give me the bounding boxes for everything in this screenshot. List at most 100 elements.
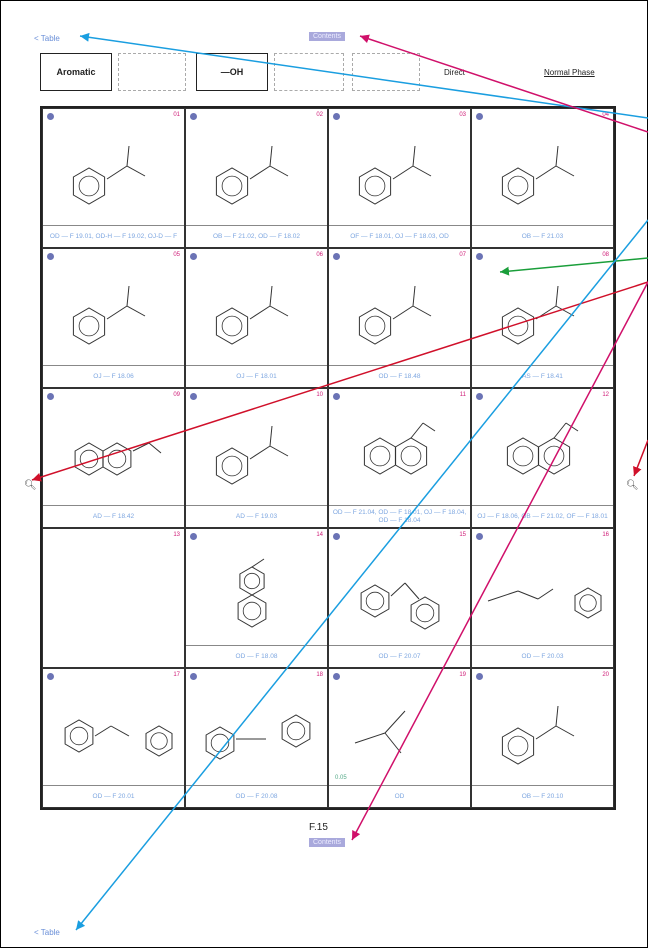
filter-aromatic[interactable]: Aromatic	[40, 53, 112, 91]
info-icon[interactable]	[47, 673, 54, 680]
info-icon[interactable]	[47, 253, 54, 260]
compound-number: 10	[316, 392, 323, 398]
structure-drawing	[72, 285, 146, 345]
compound-number: 18	[316, 672, 323, 678]
structure-drawing	[215, 425, 289, 485]
filter-empty-3[interactable]	[352, 53, 420, 91]
column-caption[interactable]: OB — F 21.02, OD — F 18.02	[186, 225, 327, 247]
info-icon[interactable]	[333, 673, 340, 680]
compound-cell[interactable]: 02 OB — F 21.02, OD — F 18.02	[185, 108, 328, 248]
structure-drawing	[237, 558, 267, 628]
column-caption[interactable]: AD — F 19.03	[186, 505, 327, 527]
column-caption[interactable]: AD — F 18.42	[43, 505, 184, 527]
info-icon[interactable]	[333, 393, 340, 400]
structure-drawing	[501, 145, 575, 205]
magnifier-icon-left[interactable]: 🔍︎	[24, 480, 37, 491]
info-icon[interactable]	[190, 113, 197, 120]
compound-cell[interactable]: 03 OF — F 18.01, OJ — F 18.03, OD	[328, 108, 471, 248]
compound-cell[interactable]: 11 OD — F 21.04, OD — F 18.01, OJ — F 18.…	[328, 388, 471, 528]
column-caption[interactable]: OJ — F 18.06, OB — F 21.02, OF — F 18.01	[472, 505, 613, 527]
table-link-top[interactable]: < Table	[34, 34, 60, 43]
compound-number: 20	[602, 672, 609, 678]
contents-badge-bottom[interactable]: Contents	[309, 838, 346, 847]
column-caption[interactable]: OD — F 18.08	[186, 645, 327, 667]
filter-empty-1[interactable]	[118, 53, 186, 91]
phase-link[interactable]: Normal Phase	[544, 68, 595, 77]
column-caption[interactable]: AS — F 18.41	[472, 365, 613, 387]
column-caption[interactable]: OD	[329, 785, 470, 807]
info-icon[interactable]	[47, 393, 54, 400]
info-icon[interactable]	[190, 253, 197, 260]
column-caption[interactable]: OJ — F 18.01	[186, 365, 327, 387]
compound-number: 11	[459, 392, 466, 398]
structure-drawing	[64, 719, 173, 757]
compound-number: 19	[459, 672, 466, 678]
compound-number: 16	[602, 532, 609, 538]
column-caption[interactable]: OD — F 20.07	[329, 645, 470, 667]
column-caption[interactable]: OD — F 18.48	[329, 365, 470, 387]
table-link-bottom[interactable]: < Table	[34, 928, 60, 937]
column-caption[interactable]: OD — F 20.08	[186, 785, 327, 807]
column-caption[interactable]: OD — F 21.04, OD — F 18.01, OJ — F 18.04…	[329, 505, 470, 527]
column-caption[interactable]: OD — F 20.01	[43, 785, 184, 807]
column-caption[interactable]: OJ — F 18.06	[43, 365, 184, 387]
compound-number: 14	[316, 532, 323, 538]
column-caption[interactable]: OB — F 20.10	[472, 785, 613, 807]
info-icon[interactable]	[333, 253, 340, 260]
info-icon[interactable]	[47, 113, 54, 120]
structure-drawing	[487, 587, 602, 619]
info-icon[interactable]	[476, 673, 483, 680]
info-icon[interactable]	[333, 113, 340, 120]
info-icon[interactable]	[190, 533, 197, 540]
compound-cell[interactable]: 13	[42, 528, 185, 668]
structure-drawing	[205, 714, 311, 760]
structure-drawing	[358, 145, 432, 205]
structure-drawing	[363, 422, 436, 475]
structure-drawing	[72, 145, 146, 205]
compound-cell[interactable]: 10 AD — F 19.03	[185, 388, 328, 528]
compound-cell[interactable]: 05 OJ — F 18.06	[42, 248, 185, 388]
structure-drawing	[501, 705, 575, 765]
column-caption[interactable]: OD — F 20.03	[472, 645, 613, 667]
info-icon[interactable]	[190, 393, 197, 400]
compound-number: 03	[459, 112, 466, 118]
compound-number: 04	[602, 112, 609, 118]
compound-number: 05	[173, 252, 180, 258]
compound-cell[interactable]: 09 AD — F 18.42	[42, 388, 185, 528]
compound-cell[interactable]: 18 OD — F 20.08	[185, 668, 328, 808]
side-note: 0.05	[335, 775, 347, 781]
info-icon[interactable]	[333, 533, 340, 540]
info-icon[interactable]	[476, 393, 483, 400]
compound-number: 09	[173, 392, 180, 398]
structure-drawing	[360, 582, 440, 630]
compound-cell[interactable]: 04 OB — F 21.03	[471, 108, 614, 248]
structure-drawing	[215, 145, 289, 205]
info-icon[interactable]	[190, 673, 197, 680]
filter-hydroxyl[interactable]: —OH	[196, 53, 268, 91]
column-caption[interactable]: OB — F 21.03	[472, 225, 613, 247]
column-caption[interactable]: OF — F 18.01, OJ — F 18.03, OD	[329, 225, 470, 247]
info-icon[interactable]	[476, 533, 483, 540]
info-icon[interactable]	[476, 253, 483, 260]
column-caption[interactable]: OD — F 19.01, OD-H — F 19.02, OJ-D — F	[43, 225, 184, 247]
compound-cell[interactable]: 14 OD — F 18.08	[185, 528, 328, 668]
compound-cell[interactable]: 15 OD — F 20.07	[328, 528, 471, 668]
compound-number: 15	[459, 532, 466, 538]
compound-cell[interactable]: 16 OD — F 20.03	[471, 528, 614, 668]
structure-drawing	[354, 710, 406, 754]
magnifier-icon-right[interactable]: 🔍︎	[626, 480, 639, 491]
compound-number: 02	[316, 112, 323, 118]
page-number: F.15	[309, 822, 328, 833]
contents-badge-top[interactable]: Contents	[309, 32, 346, 41]
compound-cell[interactable]: 20 OB — F 20.10	[471, 668, 614, 808]
info-icon[interactable]	[476, 113, 483, 120]
filter-empty-2[interactable]	[274, 53, 344, 91]
